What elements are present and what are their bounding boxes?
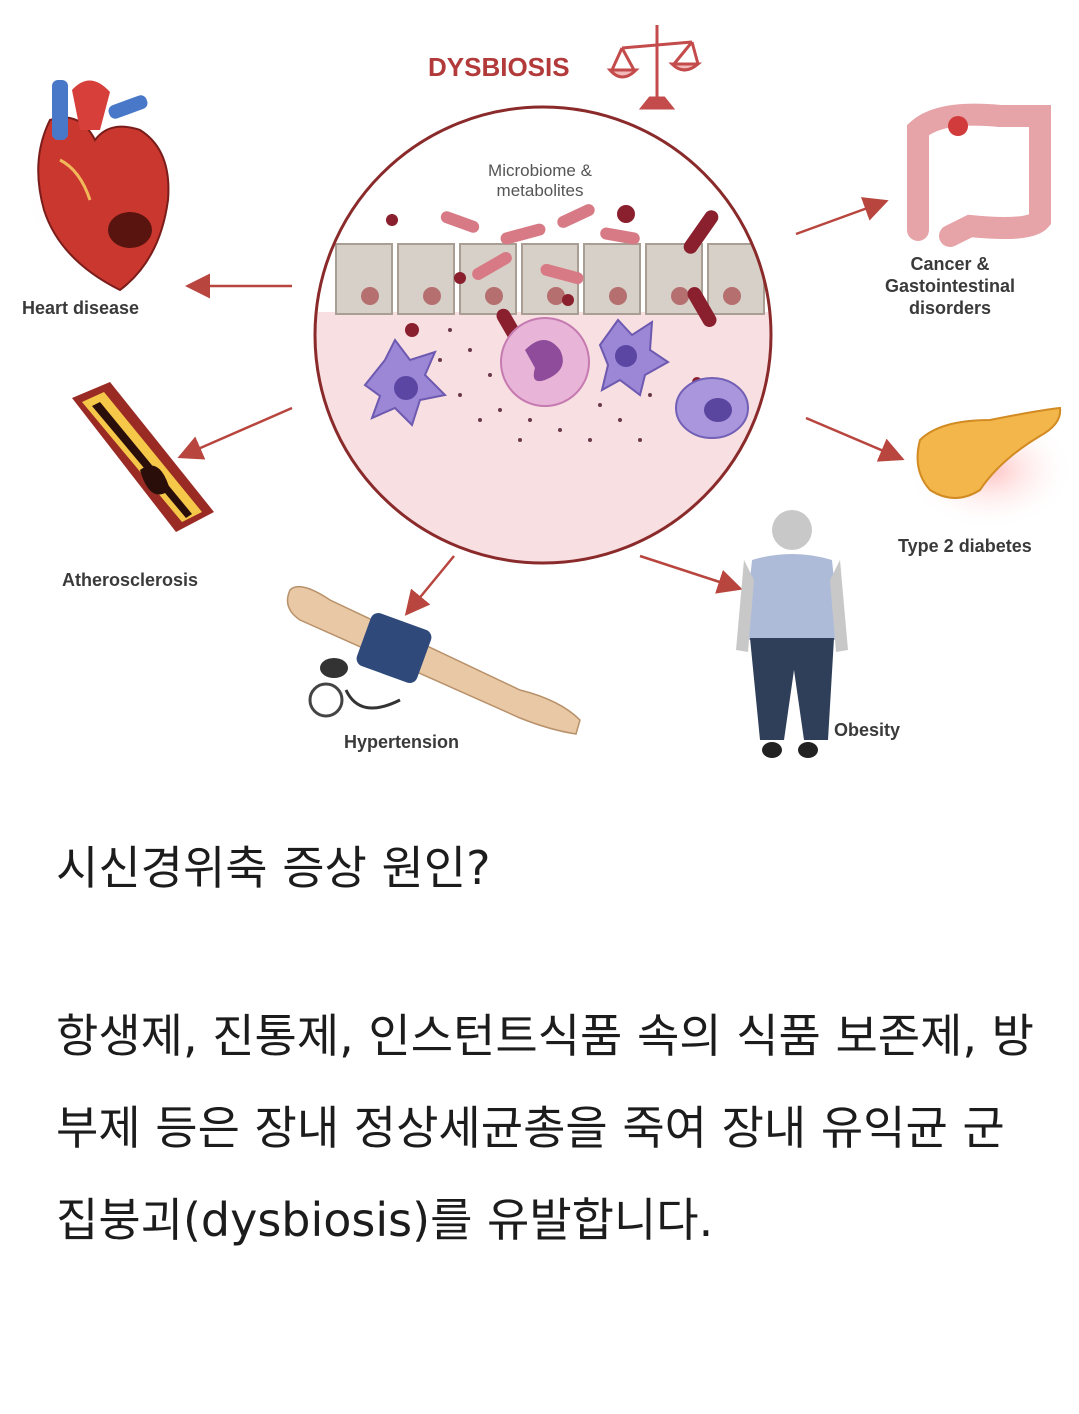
label-obesity: Obesity	[834, 720, 900, 740]
blood-pressure-arm-icon	[286, 585, 581, 735]
gut-microbiome-circle: Microbiome & metabolites	[313, 105, 773, 565]
neutrophil-cell	[500, 317, 590, 407]
article-body: 시신경위축 증상 원인? 항생제, 진통제, 인스턴트식품 속의 식품 보존제,…	[56, 838, 1036, 1266]
person-obesity-icon	[736, 510, 848, 758]
article-heading: 시신경위축 증상 원인?	[56, 841, 491, 895]
heart-icon	[25, 80, 170, 292]
label-cancer-line3: disorders	[909, 298, 991, 318]
label-cancer-line1: Cancer &	[910, 254, 989, 274]
macrophage-cell	[675, 377, 749, 439]
label-hypertension: Hypertension	[344, 732, 459, 752]
colon-icon	[907, 103, 1051, 247]
center-label-line2: metabolites	[497, 181, 584, 200]
dendritic-cell-right	[598, 318, 670, 397]
artery-icon	[72, 382, 214, 532]
diagram-title: DYSBIOSIS	[428, 52, 570, 82]
balance-scale-icon	[606, 25, 703, 110]
label-atherosclerosis: Atherosclerosis	[62, 570, 198, 590]
label-heart-disease: Heart disease	[22, 298, 139, 318]
dendritic-cell-left	[363, 338, 448, 427]
pancreas-icon	[905, 406, 1075, 530]
center-label-line1: Microbiome &	[488, 161, 593, 180]
arrows	[177, 197, 905, 616]
label-cancer-line2: Gastointestinal	[885, 276, 1015, 296]
label-type2-diabetes: Type 2 diabetes	[898, 536, 1032, 556]
dysbiosis-diagram: DYSBIOSIS	[22, 25, 1075, 758]
article-paragraph: 항생제, 진통제, 인스턴트식품 속의 식품 보존제, 방부제 등은 장내 정상…	[56, 1009, 1034, 1247]
